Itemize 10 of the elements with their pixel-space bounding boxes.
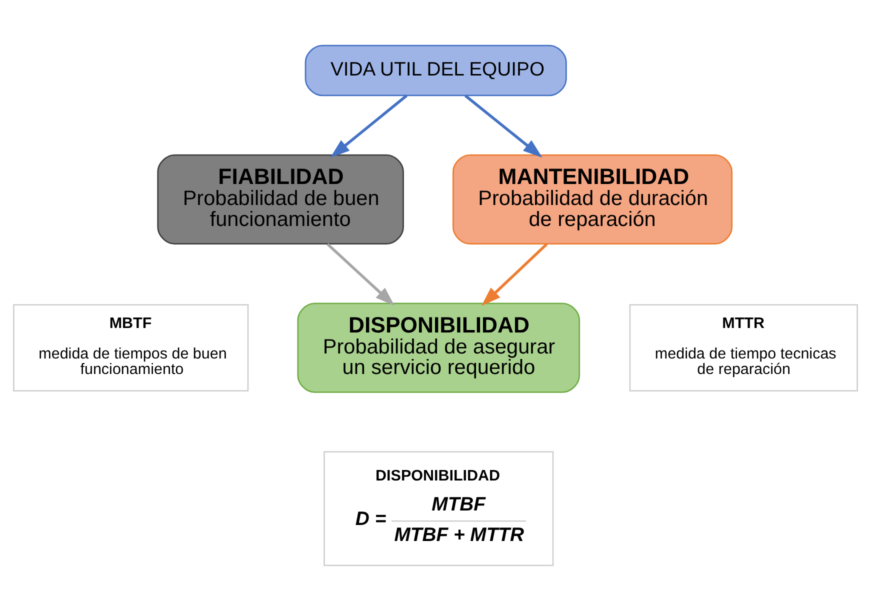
arrow bbox=[464, 94, 542, 158]
node-box: MTTR medida de tiempo tecnicas de reparación bbox=[629, 304, 858, 392]
node-box: MANTENIBILIDAD Probabilidad de duración de reparación bbox=[452, 154, 733, 244]
node-box: FIABILIDAD Probabilidad de buen funcionamiento bbox=[157, 154, 404, 244]
node-box: MBTF medida de tiempos de buen funcionamiento bbox=[12, 304, 249, 392]
arrow bbox=[330, 94, 408, 158]
node-box: VIDA UTIL DEL EQUIPO bbox=[304, 44, 567, 96]
node-box: DISPONIBILIDAD Probabilidad de asegurar un servicio requerido bbox=[297, 302, 580, 393]
arrow bbox=[481, 243, 548, 306]
arrow bbox=[326, 243, 395, 306]
